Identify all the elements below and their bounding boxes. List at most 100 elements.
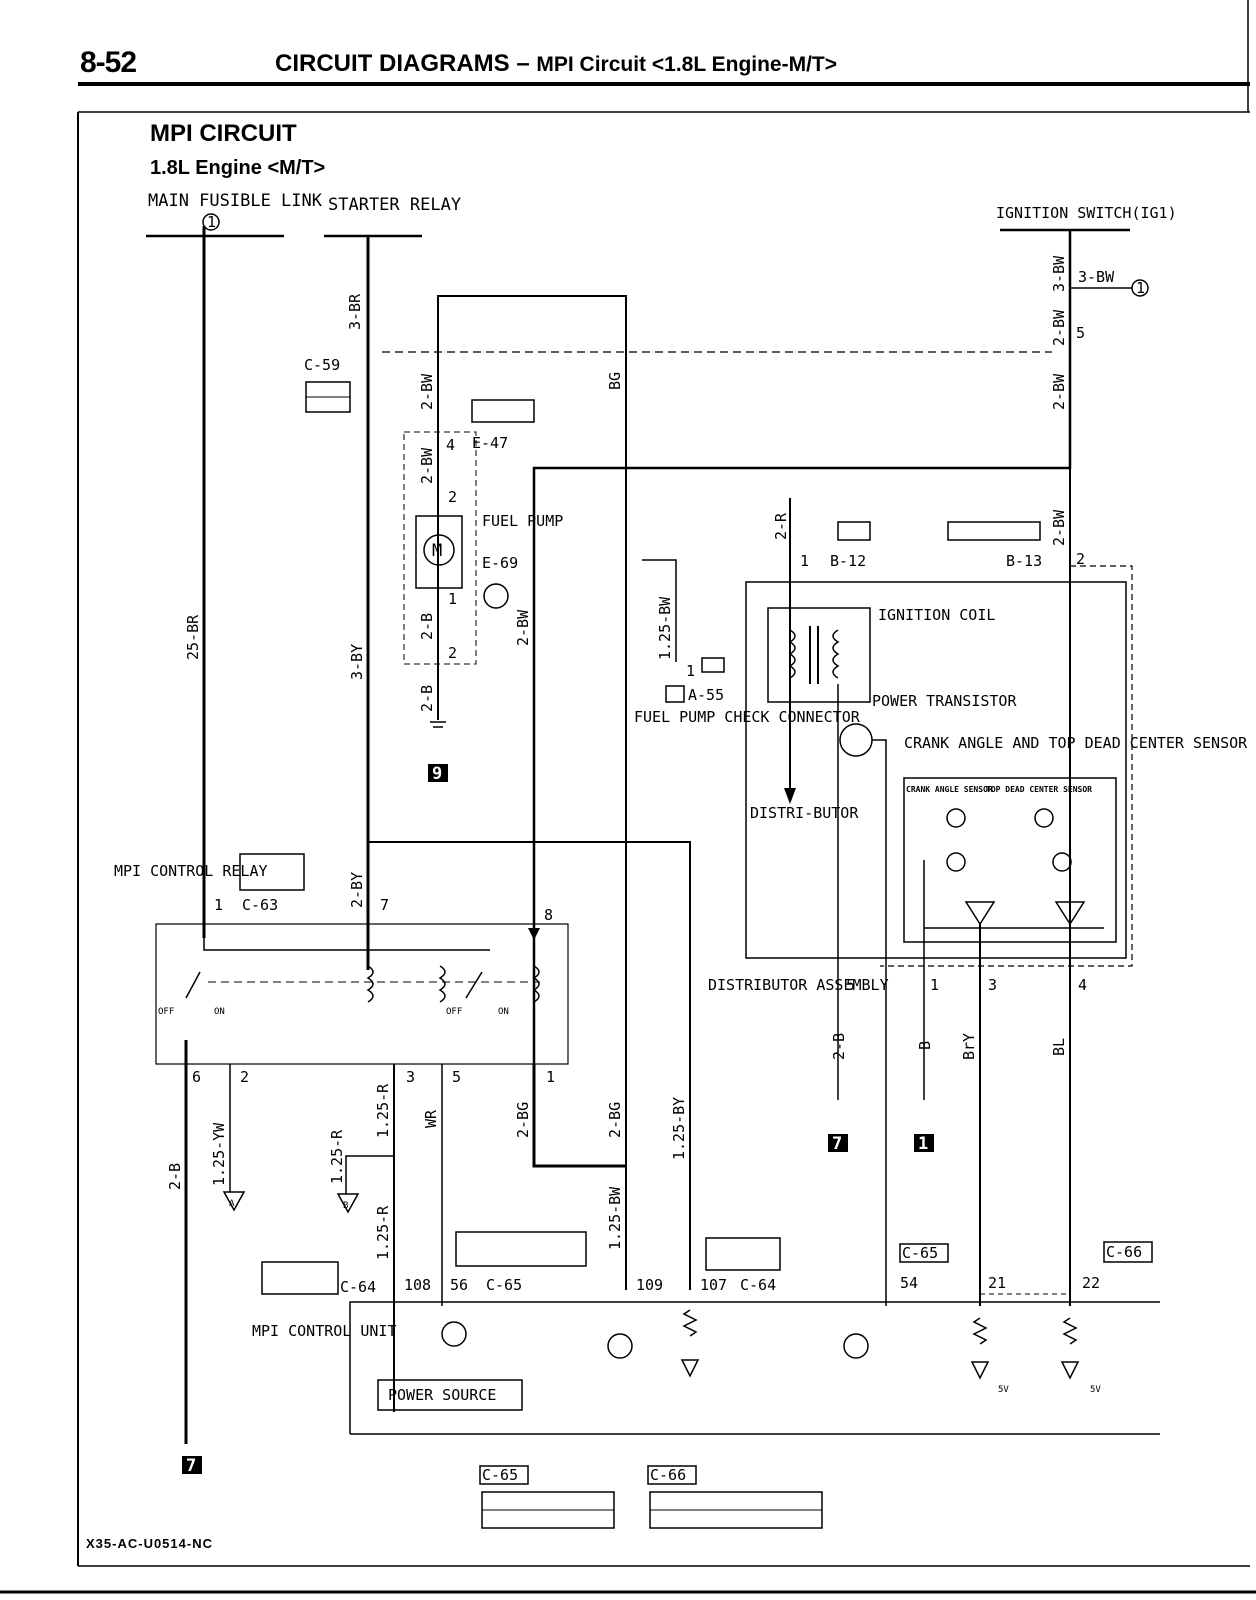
connector-b12-label: B-12	[830, 552, 866, 570]
connector-a55-label: A-55	[688, 686, 724, 704]
conn-ref-a: A	[229, 1199, 235, 1209]
resistor-by-icon	[682, 1309, 698, 1337]
wire-label-1-25-r-b: 1.25-R	[374, 1205, 392, 1260]
wire-label-2-b-b: 2-B	[418, 685, 436, 712]
starter-relay-label: STARTER RELAY	[328, 195, 461, 215]
distributor-dashed-outline	[880, 565, 1133, 967]
wire-label-1-25-r-c: 1.25-R	[328, 1129, 346, 1184]
pin-22: 22	[1082, 1274, 1100, 1292]
connector-c65-label-c: C-65	[482, 1466, 518, 1484]
connector-c64-label-a: C-64	[340, 1278, 376, 1296]
pin-3-relay: 3	[406, 1068, 415, 1086]
connector-c63-label: C-63	[242, 896, 278, 914]
crank-sensor-box	[903, 777, 1117, 943]
pin-6-relay: 6	[192, 1068, 201, 1086]
pin-3-dist: 3	[988, 976, 997, 994]
connector-c65-label-b: C-65	[902, 1244, 938, 1262]
connector-e47-icon	[471, 399, 535, 423]
fuel-pump-label: FUEL PUMP	[482, 512, 563, 530]
wire-label-2-by: 2-BY	[348, 872, 366, 908]
wire-label-2-b-a: 2-B	[418, 613, 436, 640]
ground-ref-7-left: 7	[186, 1456, 196, 1476]
wire-label-b: B	[916, 1041, 934, 1050]
transistor-wr-icon	[441, 1321, 467, 1347]
wire-label-bl: BL	[1050, 1038, 1068, 1056]
ref-circle-1-left-num: 1	[207, 213, 216, 231]
mpi-control-unit-label: MPI CONTROL UNIT	[252, 1322, 397, 1340]
wire-1-25-bw-check	[642, 559, 677, 662]
wire-label-bg: BG	[606, 372, 624, 390]
voltage-5v-a: 5V	[998, 1385, 1009, 1395]
wire-label-3-bw: 3-BW	[1078, 268, 1115, 286]
conn-ref-b: B	[343, 1201, 348, 1211]
connector-a55-icon	[701, 657, 725, 673]
pin-2-pump-top: 2	[448, 488, 457, 506]
wire-2-bw-bg	[437, 295, 627, 1290]
pin-2-b13: 2	[1076, 550, 1085, 568]
pin-107: 108	[404, 1276, 431, 1294]
ref-circle-1-left	[202, 213, 220, 231]
photodiode-tdc-icon	[1052, 852, 1072, 872]
power-transistor-icon	[839, 723, 873, 757]
coil-primary-winding	[788, 629, 796, 679]
fuel-pump-box	[415, 515, 463, 589]
power-transistor-label: POWER TRANSISTOR	[872, 692, 1017, 710]
connector-a55-pin	[665, 685, 685, 703]
wire-label-1-25-yw: 1.25-YW	[210, 1122, 228, 1186]
connector-c65-icon-c	[479, 1465, 529, 1485]
conn-ref-a-icon	[222, 1191, 246, 1212]
power-source-label: POWER SOURCE	[388, 1386, 496, 1404]
title-main: CIRCUIT DIAGRAMS	[275, 50, 510, 77]
connector-c66-icon-b	[647, 1465, 697, 1485]
section-subtitle: 1.8L Engine <M/T>	[150, 157, 326, 179]
wire-label-2-bg-b: 2-BG	[606, 1102, 624, 1138]
connector-c65-icon-a	[455, 1231, 587, 1267]
wire-label-2-bw-ign: 2-BW	[1050, 309, 1068, 346]
connector-c66-icon-a	[1103, 1241, 1153, 1263]
pin-5-dist: 5	[846, 976, 855, 994]
transistor-ign-icon	[843, 1333, 869, 1359]
wire-2-bw-main	[532, 230, 1072, 1166]
wire-label-2-bw-c: 2-BW	[514, 609, 532, 646]
pin-1-pump: 1	[448, 590, 457, 608]
pin-109: 109	[636, 1276, 663, 1294]
pin-56: 56	[450, 1276, 468, 1294]
ignition-coil-label: IGNITION COIL	[878, 606, 995, 624]
wire-1-25-r-branch	[345, 1155, 394, 1194]
pin-54: 54	[900, 1274, 918, 1292]
relay-coil-c	[532, 965, 540, 1003]
relay-on-a: ON	[214, 1007, 225, 1017]
amp-by-icon	[680, 1359, 700, 1378]
main-fusible-link-label: MAIN FUSIBLE LINK	[148, 191, 323, 211]
distributor-label: DISTRI-BUTOR	[750, 804, 859, 822]
wire-label-1-25-by: 1.25-BY	[670, 1097, 688, 1160]
ref-circle-1-right	[1131, 279, 1149, 297]
wire-label-2-b-dist: 2-B	[830, 1033, 848, 1060]
pin-4-dist: 4	[1078, 976, 1087, 994]
connector-b13-label: B-13	[1006, 552, 1042, 570]
pin-1-c63: 1	[214, 896, 223, 914]
mpi-control-relay-label: MPI CONTROL RELAY	[114, 862, 268, 880]
connector-c63-icon	[239, 853, 305, 891]
title-dash: –	[516, 50, 530, 77]
wire-label-3-bw-v: 3-BW	[1050, 255, 1068, 292]
pin-21: 21	[988, 1274, 1006, 1292]
wire-label-1-25-r-a: 1.25-R	[374, 1083, 392, 1138]
distributor-arrow	[784, 788, 796, 804]
wire-label-3-br: 3-BR	[346, 293, 364, 330]
fuel-pump-dashed-box	[403, 431, 477, 665]
connector-c59-label: C-59	[304, 356, 340, 374]
wire-label-2-bw-b: 2-BW	[418, 447, 436, 484]
led-crank-icon	[946, 808, 966, 828]
connector-e47-label: E-47	[472, 434, 508, 452]
wire-label-2-bg-a: 2-BG	[514, 1102, 532, 1138]
wire-label-1-25-bw-a: 1.25-BW	[656, 596, 674, 660]
ground-ref-7-left-box	[182, 1456, 202, 1474]
connector-c64-label-b: C-64	[740, 1276, 776, 1294]
resistor-bry-icon	[972, 1317, 988, 1345]
tdc-sensor-small-label: TOP DEAD CENTER SENSOR	[986, 785, 1092, 794]
relay-coil-b	[438, 965, 446, 1003]
connector-c66-label-b: C-66	[650, 1466, 686, 1484]
wire-1-25-by	[368, 841, 691, 1290]
ground-ref-1: 1	[918, 1134, 928, 1154]
